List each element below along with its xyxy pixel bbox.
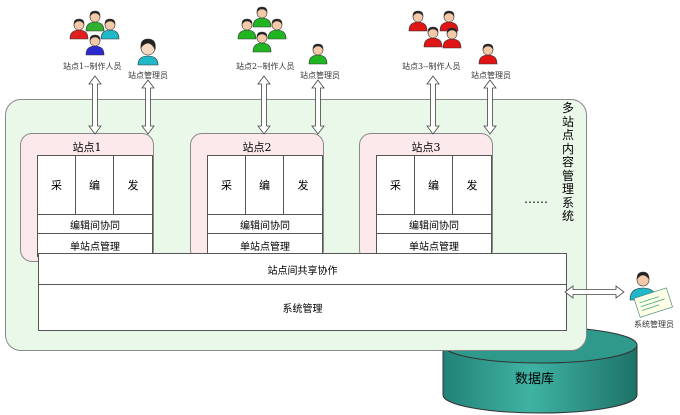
cell-publish: 发: [466, 179, 478, 192]
site2-admin-icon: [308, 43, 328, 65]
system-admin-label: 系统管理员: [634, 320, 674, 329]
editor-collab: 编辑间协同: [38, 214, 152, 233]
site-inner: 采 编 发 编辑间协同 单站点管理: [376, 155, 492, 257]
system-mgmt-bar: 系统管理: [38, 284, 567, 331]
single-site-mgmt: 单站点管理: [377, 233, 491, 256]
cell-collect: 采: [377, 156, 415, 214]
site-box-1: 站点1 采 编 发 编辑间协同 单站点管理: [20, 133, 154, 262]
site2-admin-label: 站点管理员: [300, 71, 340, 80]
site1-staff-icon: [69, 10, 120, 56]
single-site-mgmt: 单站点管理: [38, 233, 152, 256]
site-inner: 采 编 发 编辑间协同 单站点管理: [207, 155, 323, 257]
site-title: 站点1: [72, 141, 102, 154]
site1-admin-label: 站点管理员: [128, 71, 168, 80]
site3-staff-icon: [408, 10, 462, 49]
more-sites-ellipsis: ……: [524, 192, 548, 206]
site1-admin-icon: [137, 38, 159, 66]
shared-collab-bar: 站点间共享协作: [38, 253, 567, 284]
system-admin-icon: [629, 271, 673, 318]
cell-publish: 发: [297, 179, 309, 192]
cell-edit: 编: [246, 156, 284, 214]
cell-publish: 发: [127, 179, 139, 192]
site2-staff-icon: [237, 6, 287, 53]
editor-collab: 编辑间协同: [208, 214, 322, 233]
cell-edit: 编: [76, 156, 114, 214]
site-box-2: 站点2 采 编 发 编辑间协同 单站点管理: [190, 133, 324, 262]
single-site-mgmt: 单站点管理: [208, 233, 322, 256]
editor-collab: 编辑间协同: [377, 214, 491, 233]
cell-edit: 编: [415, 156, 453, 214]
site2-staff-label: 站点2--制作人员: [236, 62, 295, 71]
site-box-3: 站点3 采 编 发 编辑间协同 单站点管理: [359, 133, 493, 262]
site3-admin-icon: [478, 43, 498, 65]
site3-staff-label: 站点3--制作人员: [402, 62, 461, 71]
system-title: 多站点内容管理系统: [561, 101, 574, 223]
site-title: 站点3: [411, 141, 441, 154]
site3-admin-label: 站点管理员: [471, 71, 511, 80]
site-title: 站点2: [242, 141, 272, 154]
cell-collect: 采: [208, 156, 246, 214]
cell-collect: 采: [38, 156, 76, 214]
site-inner: 采 编 发 编辑间协同 单站点管理: [37, 155, 153, 257]
site1-staff-label: 站点1--制作人员: [63, 62, 122, 71]
database-label: 数据库: [515, 372, 555, 387]
